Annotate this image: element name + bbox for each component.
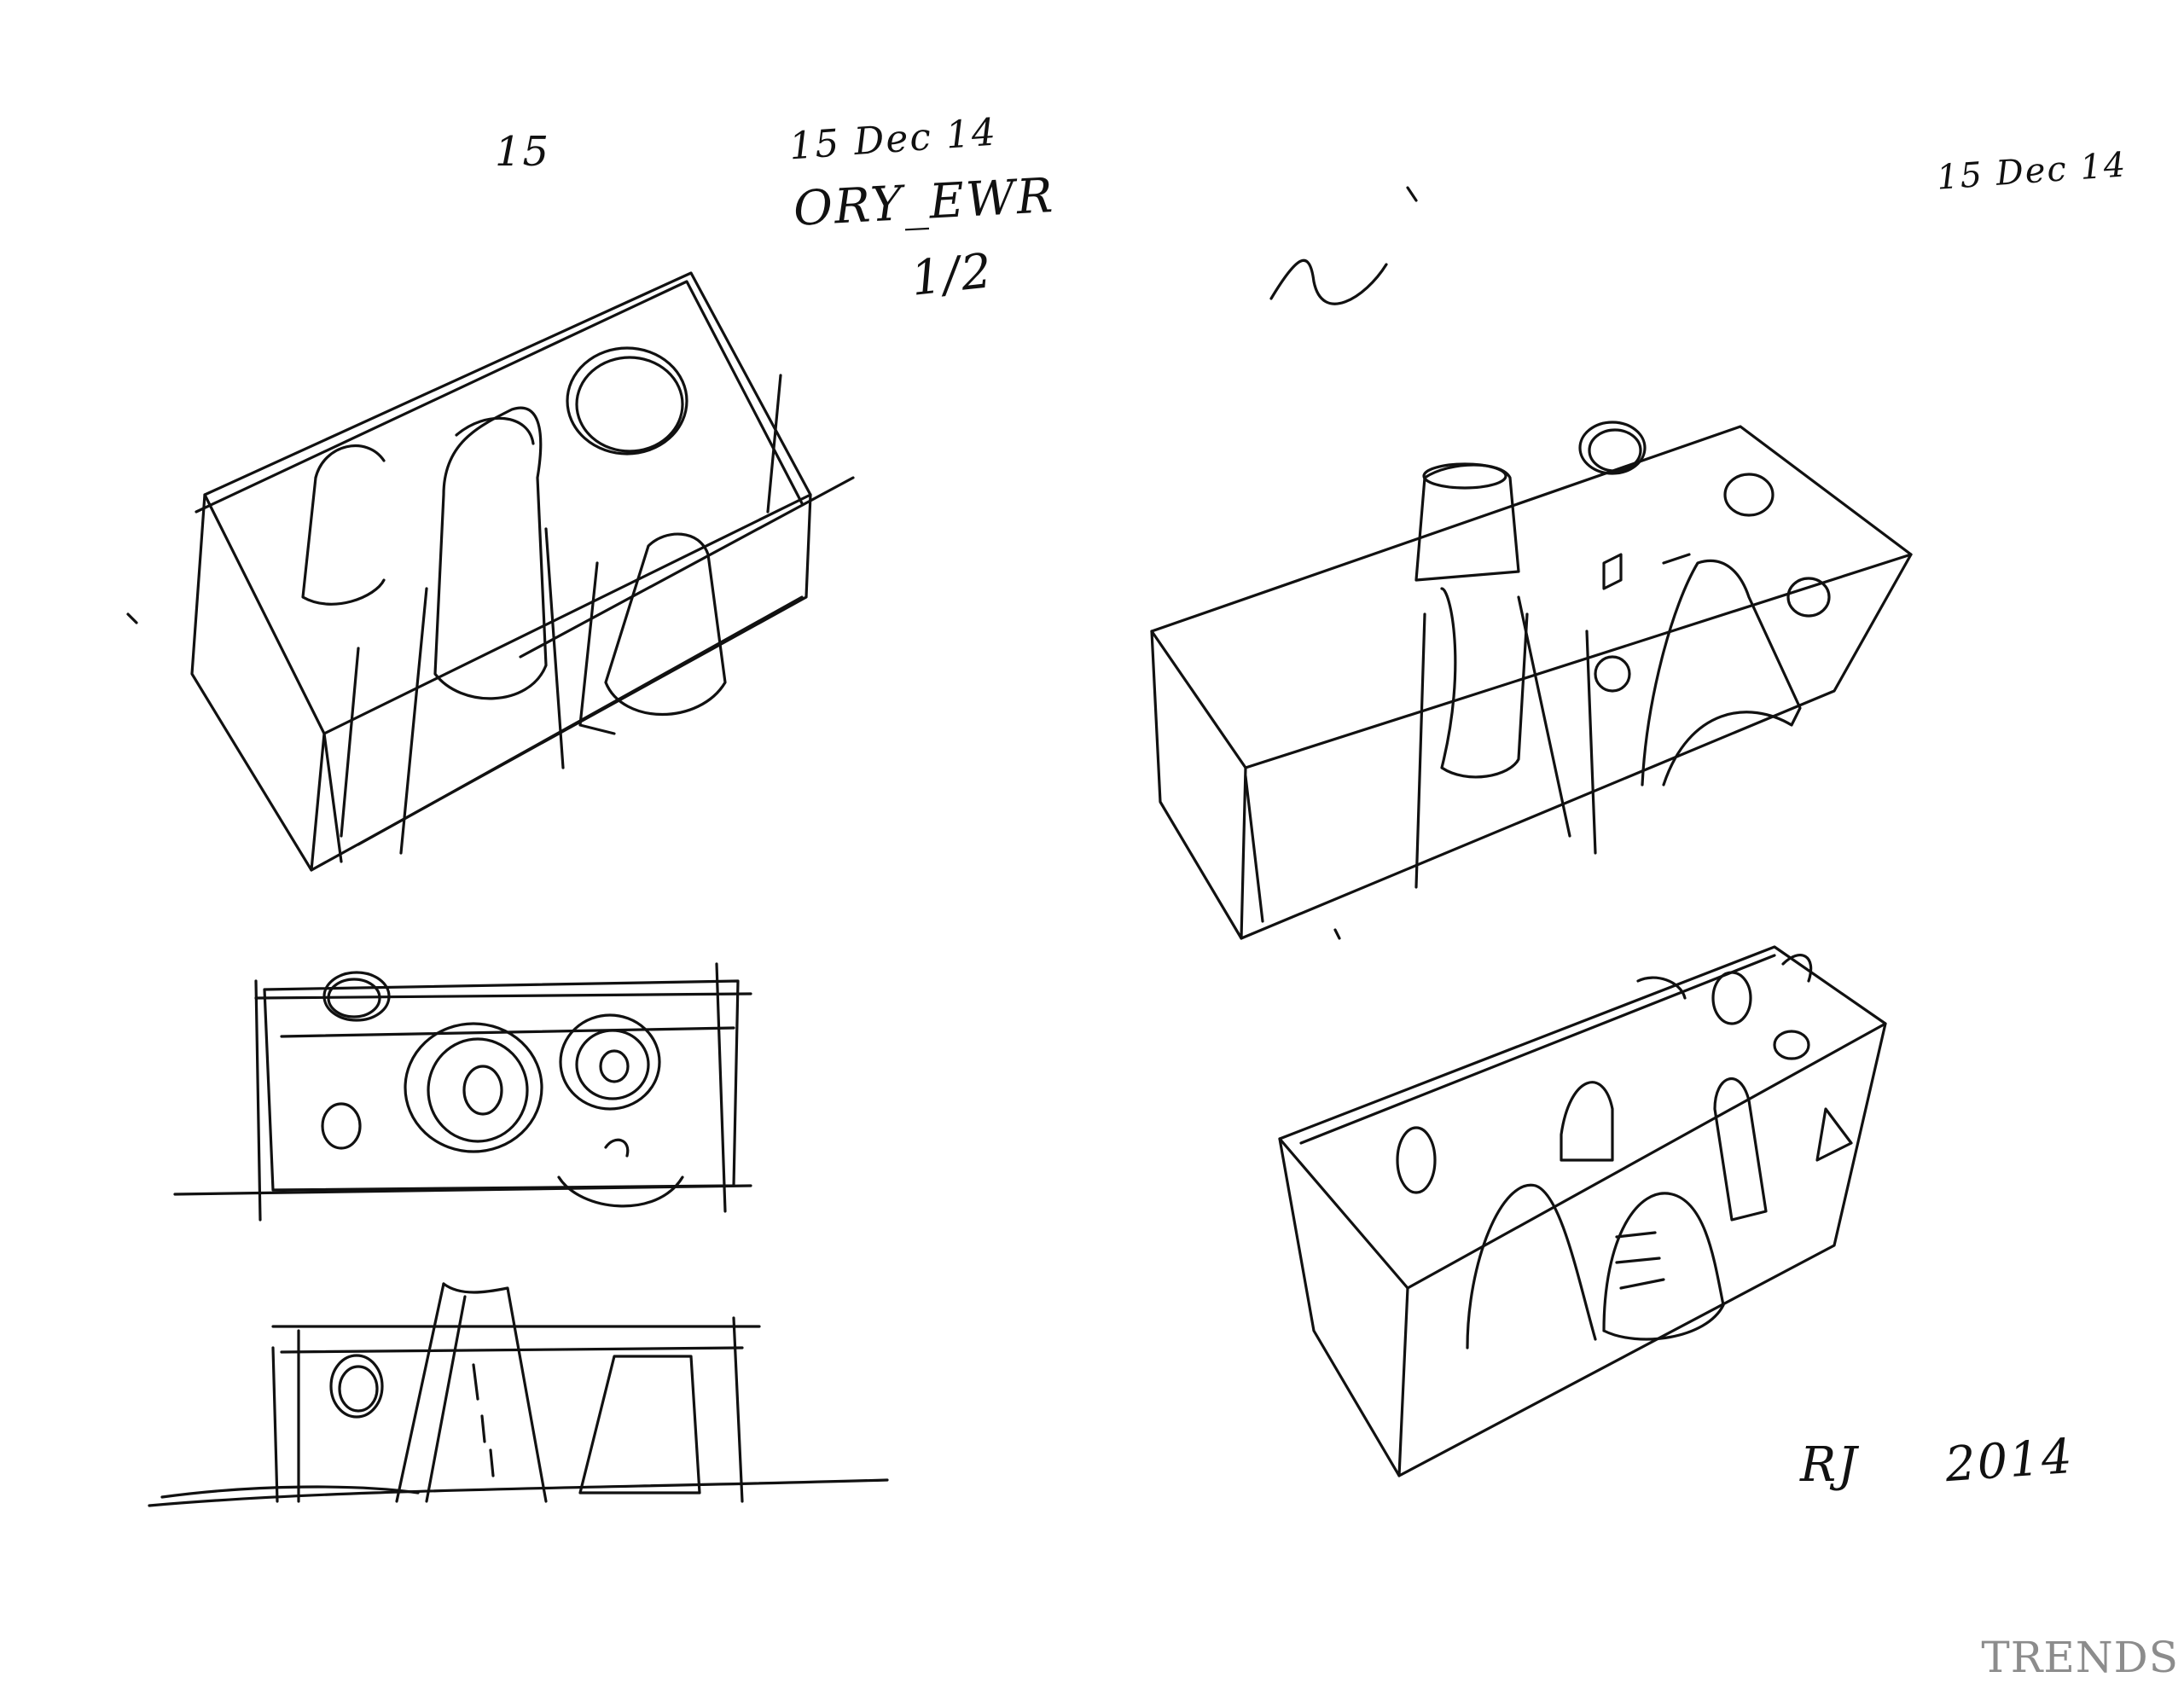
sketch-elevation-bottom-left bbox=[148, 1282, 889, 1507]
sketch-block-top-left bbox=[190, 271, 855, 872]
sketch-block-top-right bbox=[1150, 421, 1913, 940]
sketch-stray-marks bbox=[126, 186, 1418, 940]
handwritten-mark-left: 15 bbox=[495, 128, 551, 176]
handwritten-fraction: 1/2 bbox=[908, 243, 996, 307]
trends-watermark: TRENDS bbox=[1981, 1633, 2179, 1682]
signature: RJ bbox=[1800, 1437, 1859, 1493]
signature-year: 2014 bbox=[1943, 1428, 2076, 1494]
sketch-block-bottom-right bbox=[1278, 945, 1887, 1477]
sketch-elevation-middle-left bbox=[173, 962, 752, 1222]
